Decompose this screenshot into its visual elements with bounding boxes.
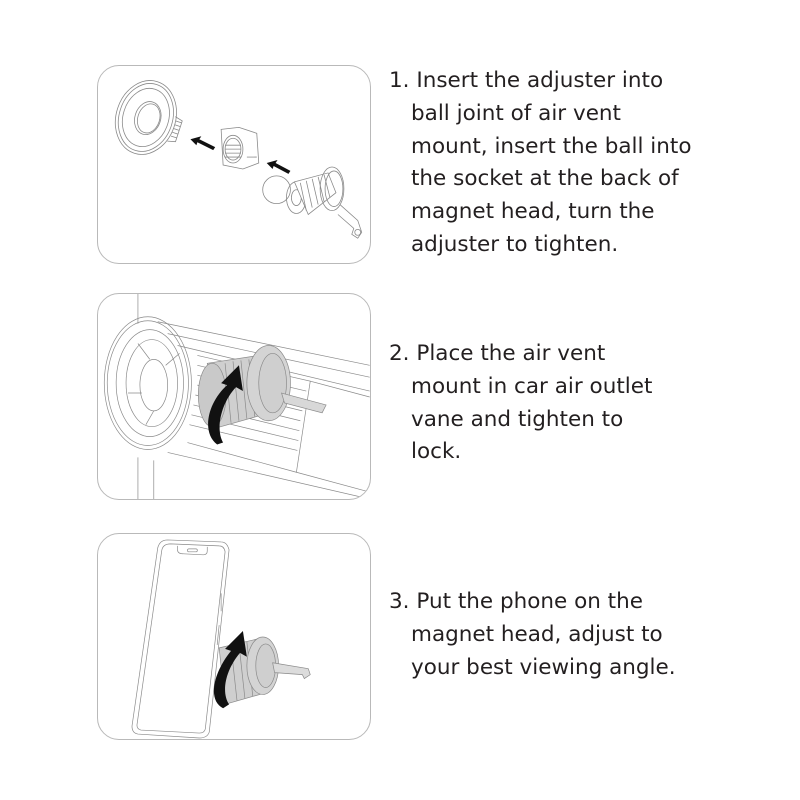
rotate-arrow-icon [208, 365, 243, 445]
step-text-line: magnet head, adjust to [411, 621, 663, 647]
step-number: 3. [389, 589, 410, 614]
smartphone-icon [131, 539, 230, 739]
magnet-head-icon [103, 316, 192, 450]
step-text-line: ball joint of air vent [411, 100, 621, 126]
step-text-line: vane and tighten to [411, 406, 624, 432]
step-text-line: adjuster to tighten. [411, 231, 619, 257]
step-text-line: magnet head, turn the [411, 199, 655, 225]
step-1-illustration-panel [97, 65, 371, 264]
step-3-instructions: 3. Put the phone on the magnet head, adj… [389, 586, 719, 684]
step-3-illustration-panel [97, 533, 371, 740]
step-text-line: mount, insert the ball into [411, 133, 692, 159]
magnet-head-icon [114, 80, 183, 155]
step-2-instructions: 2. Place the air vent mount in car air o… [389, 338, 719, 469]
exploded-assembly-diagram [114, 80, 363, 239]
step-text-line: mount in car air outlet [411, 373, 653, 399]
step-2-illustration-panel [97, 293, 371, 500]
vent-clip-icon [286, 166, 363, 239]
step-text-line: the socket at the back of [411, 166, 679, 192]
vent-installation-diagram [103, 294, 370, 499]
step-1-instructions: 1. Insert the adjuster into ball joint o… [389, 65, 719, 262]
direction-arrows [190, 136, 291, 174]
step-number: 1. [389, 68, 410, 93]
step-text-line: Place the air vent [416, 341, 606, 366]
step-number: 2. [389, 341, 410, 366]
arrow-left-icon [266, 160, 291, 174]
step-text-line: Insert the adjuster into [416, 68, 664, 93]
step-text-line: your best viewing angle. [411, 654, 676, 680]
vent-mount-icon [198, 345, 327, 429]
phone-attachment-diagram [131, 539, 311, 739]
step-text-line: Put the phone on the [416, 589, 643, 614]
adjuster-nut-icon [220, 126, 260, 170]
step-text-line: lock. [411, 439, 462, 465]
rotate-arrow-icon [213, 631, 247, 709]
ball-joint-icon [262, 175, 291, 204]
arrow-left-icon [190, 136, 216, 151]
